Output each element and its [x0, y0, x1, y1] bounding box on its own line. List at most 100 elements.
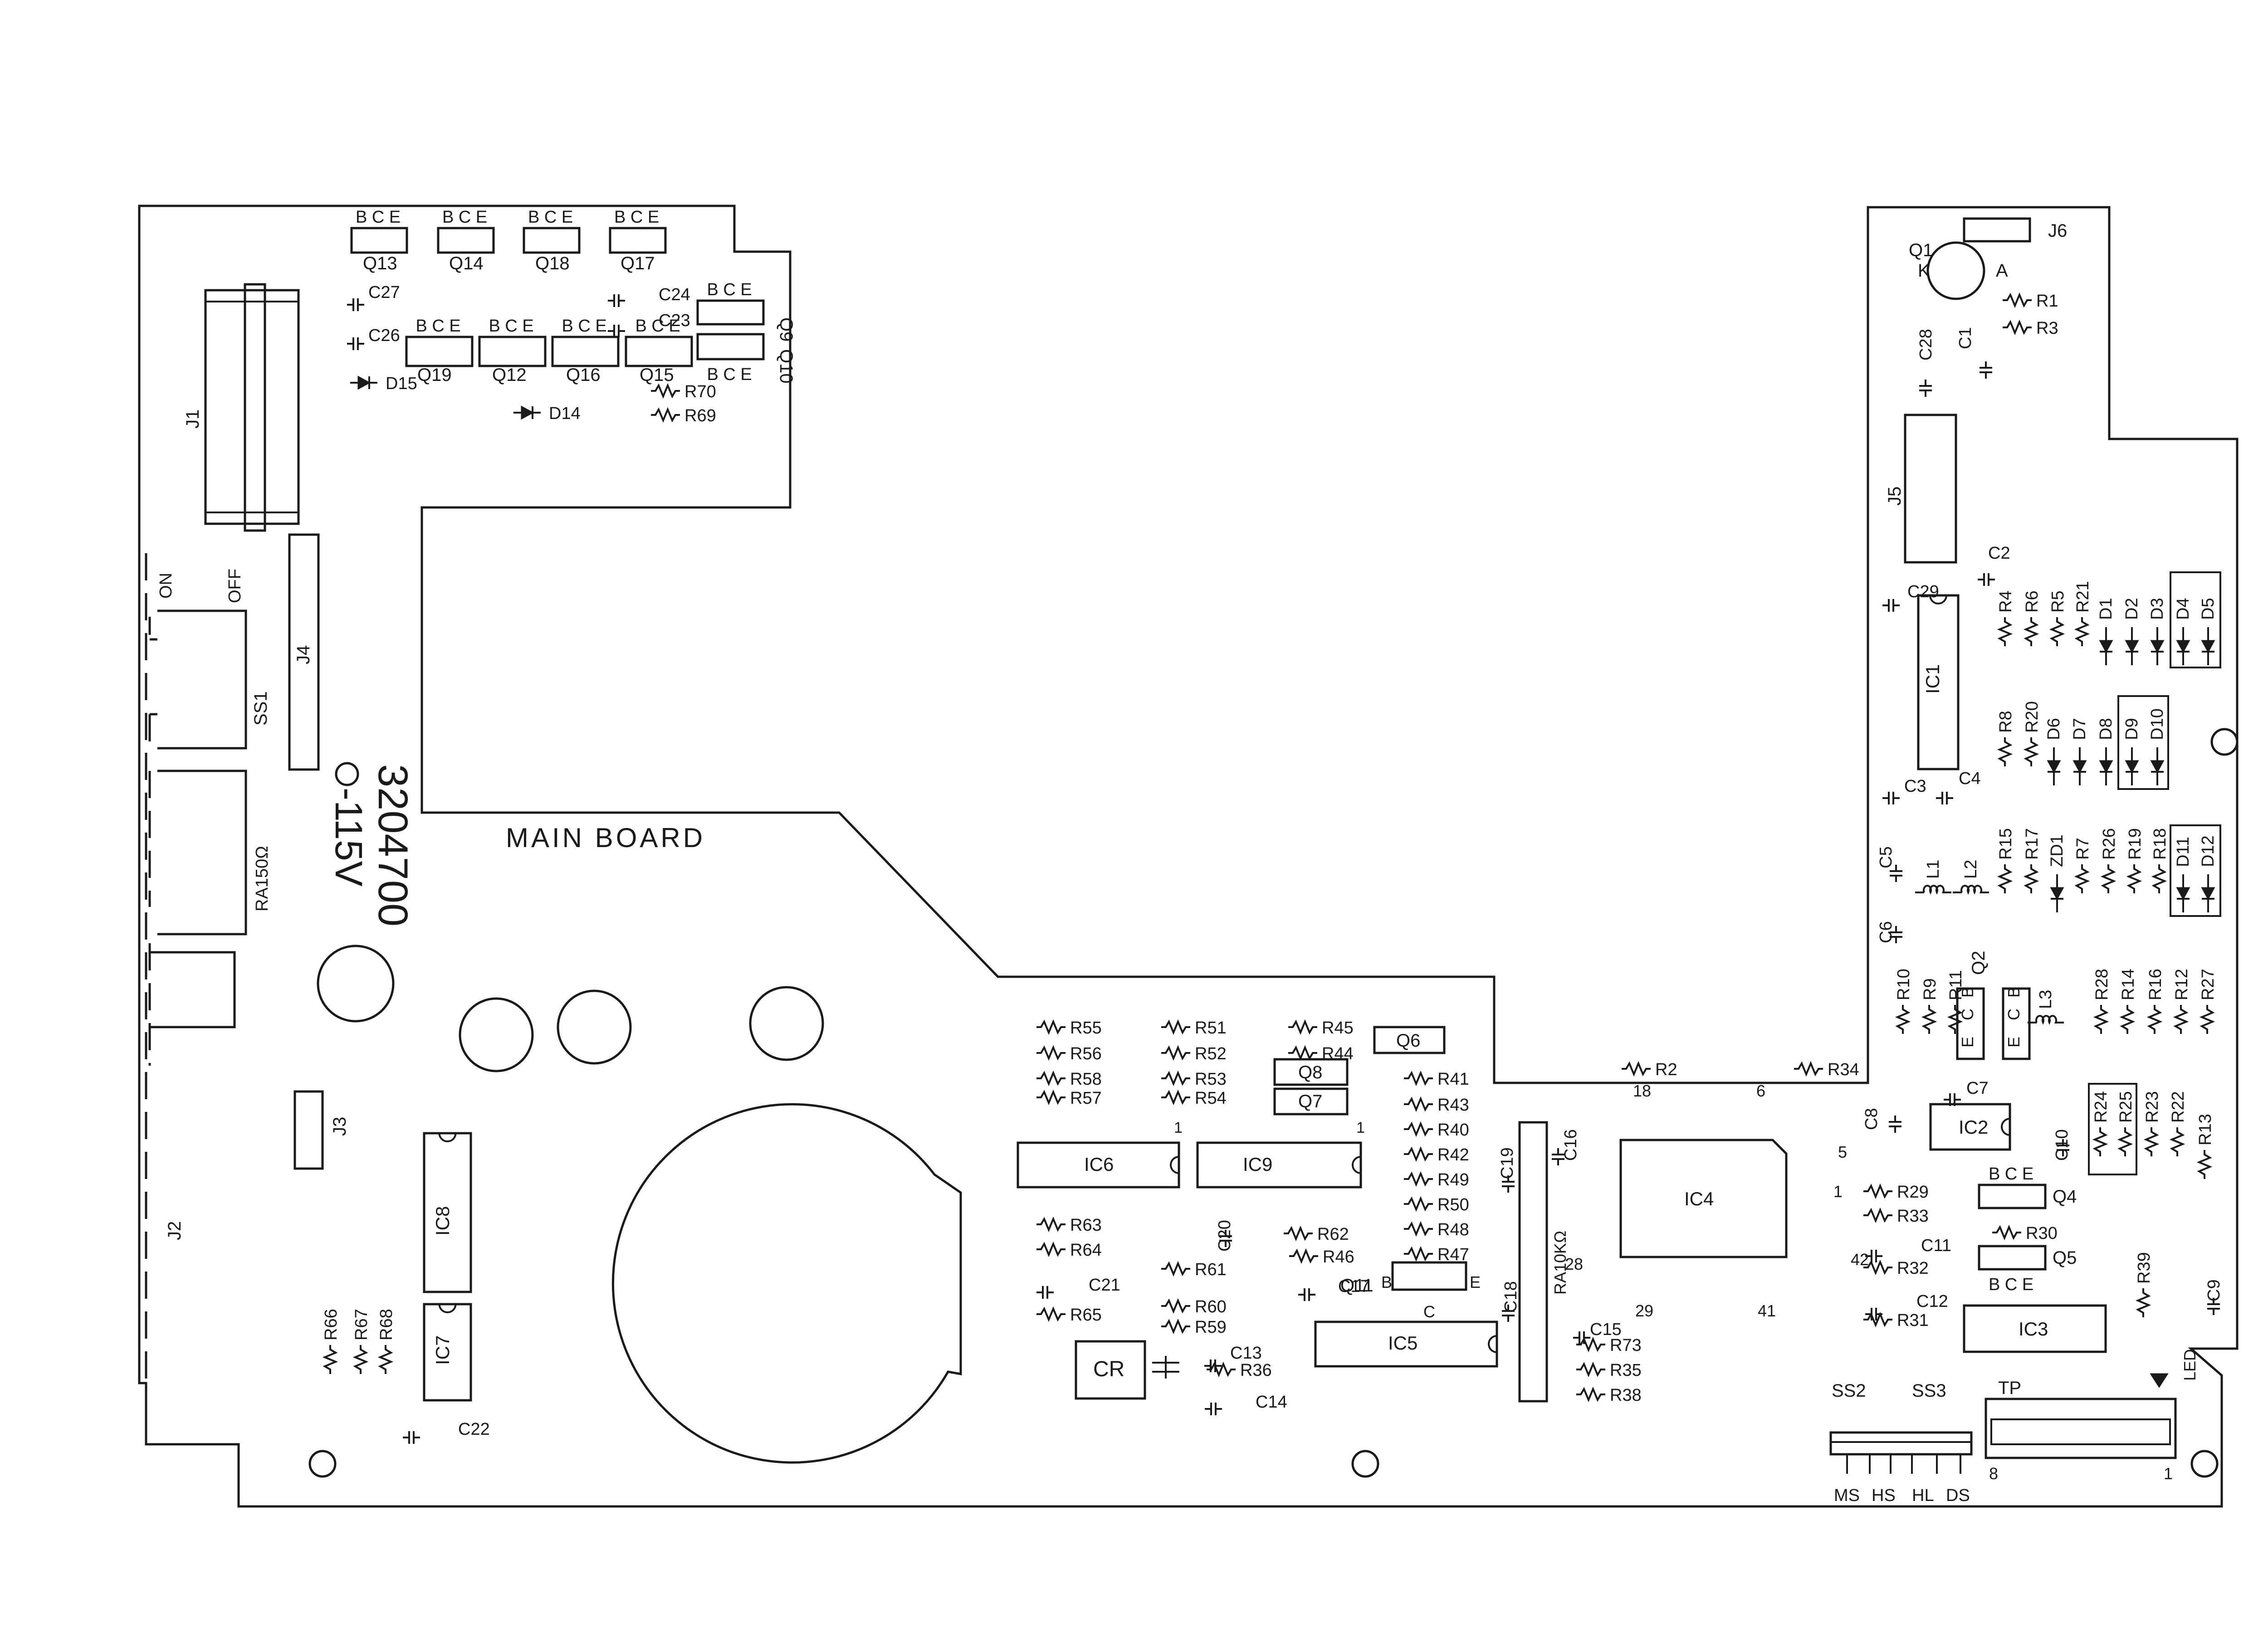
resistor-r6: R6 — [2023, 590, 2042, 646]
round-hole — [317, 945, 395, 1023]
capacitor-plates — [1919, 380, 1932, 397]
tp-inner — [1990, 1418, 2171, 1445]
resistor-r56: R56 — [1036, 1044, 1102, 1063]
capacitor-symbol-icon — [1219, 1230, 1232, 1247]
capacitor-plates — [1865, 1308, 1882, 1320]
resistor-r31: R31 — [1863, 1311, 1929, 1330]
capacitor-plates — [1502, 1175, 1515, 1193]
resistor-r44: R44 — [1288, 1044, 1354, 1063]
capacitor-c11: C11 — [1865, 1236, 1951, 1262]
resistor-zigzag-icon — [1863, 1311, 1892, 1328]
resistor-zigzag-icon — [1288, 1045, 1317, 1061]
resistor-ref: R42 — [1437, 1145, 1469, 1165]
diode-d14: D14 — [513, 404, 581, 423]
capacitor-c17: C17 — [1298, 1277, 1370, 1301]
resistor-ref: R25 — [2116, 1091, 2136, 1123]
resistor-zigzag-icon — [2143, 1127, 2160, 1156]
ic-ic3: IC3 — [1963, 1304, 2107, 1353]
mounting-hole — [1351, 1450, 1379, 1478]
resistor-zigzag-icon — [1576, 1361, 1605, 1378]
ic-ic9: IC9 — [1196, 1141, 1362, 1189]
diode-pair-outline — [2170, 824, 2221, 917]
mounting-hole — [2190, 1450, 2219, 1478]
resistor-r16: R16 — [2146, 969, 2165, 1034]
resistor-ref: R49 — [1437, 1170, 1469, 1189]
diode-lead — [2151, 747, 2164, 785]
transistor-pins: B C E — [416, 317, 461, 336]
resistor-r49: R49 — [1404, 1170, 1469, 1189]
resistor-ref: R14 — [2119, 969, 2138, 1000]
capacitor-symbol-icon — [1889, 1116, 1901, 1133]
ic-body — [1917, 594, 1960, 770]
transistor-pin: B — [2004, 987, 2023, 998]
transistor-body — [1391, 1261, 1467, 1291]
diode-d15: D15 — [350, 374, 417, 393]
resistor-ref: R70 — [684, 382, 716, 401]
resistor-zigzag-icon — [1161, 1261, 1190, 1277]
resistor-r70: R70 — [651, 382, 716, 401]
connector-body — [204, 289, 300, 525]
resistor-ref: R7 — [2073, 838, 2092, 860]
resistor-ref: R50 — [1437, 1195, 1469, 1214]
transistor-pins: B C E — [1989, 1165, 2033, 1184]
resistor-ref: R65 — [1070, 1306, 1102, 1325]
resistor-ref: R26 — [2100, 828, 2119, 860]
resistor-ref: R53 — [1195, 1070, 1227, 1089]
capacitor-ref: C24 — [659, 285, 690, 304]
capacitor-c12: C12 — [1865, 1292, 1948, 1320]
diode-lead — [2177, 874, 2190, 912]
capacitor-plates — [1552, 1148, 1564, 1165]
capacitor-symbol-icon — [1919, 380, 1932, 397]
ic-pin-one: 1 — [1174, 1119, 1183, 1136]
switch-pin-label: MS — [1834, 1486, 1860, 1505]
diode-ref: D5 — [2199, 598, 2218, 620]
resistor-ref: R13 — [2196, 1114, 2215, 1145]
transistor-q4: B C EQ4 — [1978, 1165, 2077, 1209]
transistor-body — [405, 336, 474, 367]
round-hole — [459, 997, 534, 1072]
capacitor-symbol-icon — [1978, 573, 1995, 586]
capacitor-ref: C2 — [1988, 544, 2010, 563]
transistor-pin: B — [1958, 987, 1977, 998]
transistor-q8: Q8 — [1273, 1058, 1349, 1086]
ic-body — [1963, 1304, 2107, 1353]
transistor-pins: B C E — [614, 208, 659, 227]
resistor-r5: R5 — [2048, 590, 2068, 646]
capacitor-symbol-icon — [1944, 1093, 1961, 1106]
capacitor-ref: C27 — [368, 283, 400, 302]
resistor-r10: R10 — [1894, 969, 1913, 1034]
large-round-cutout — [611, 1103, 962, 1464]
resistor-r67: R67 — [352, 1309, 371, 1374]
capacitor-plates — [347, 337, 364, 350]
resistor-ref: R1 — [2036, 292, 2058, 311]
resistor-zigzag-icon — [2100, 864, 2116, 893]
inductor-coil-icon — [2028, 1015, 2064, 1025]
transistor-body — [1273, 1087, 1349, 1116]
capacitor-ref: C8 — [1862, 1108, 1881, 1130]
resistor-r12: R12 — [2172, 969, 2191, 1034]
resistor-r38: R38 — [1576, 1386, 1642, 1405]
transistor-ref: Q2 — [1969, 951, 1989, 975]
resistor-ref: R31 — [1897, 1311, 1929, 1330]
resistor-ref: R40 — [1437, 1121, 1469, 1140]
connector-j5: J5 — [1885, 414, 1957, 564]
capacitor-c5: C5 — [1877, 846, 1902, 882]
resistor-ref: R15 — [1996, 828, 2015, 860]
switch-ref: SS1 — [251, 691, 271, 726]
diode-d9: D9 — [2122, 718, 2141, 785]
resistor-zigzag-icon — [1036, 1306, 1066, 1322]
resistor-r22: R22 — [2169, 1091, 2188, 1156]
capacitor-ref: C28 — [1916, 329, 1936, 361]
diode-lead — [2151, 627, 2164, 665]
resistor-zigzag-icon — [1997, 864, 2013, 893]
resistor-ref: R52 — [1195, 1044, 1227, 1063]
tp-pin-label: 1 — [2164, 1464, 2173, 1483]
resistor-r48: R48 — [1404, 1220, 1469, 1239]
